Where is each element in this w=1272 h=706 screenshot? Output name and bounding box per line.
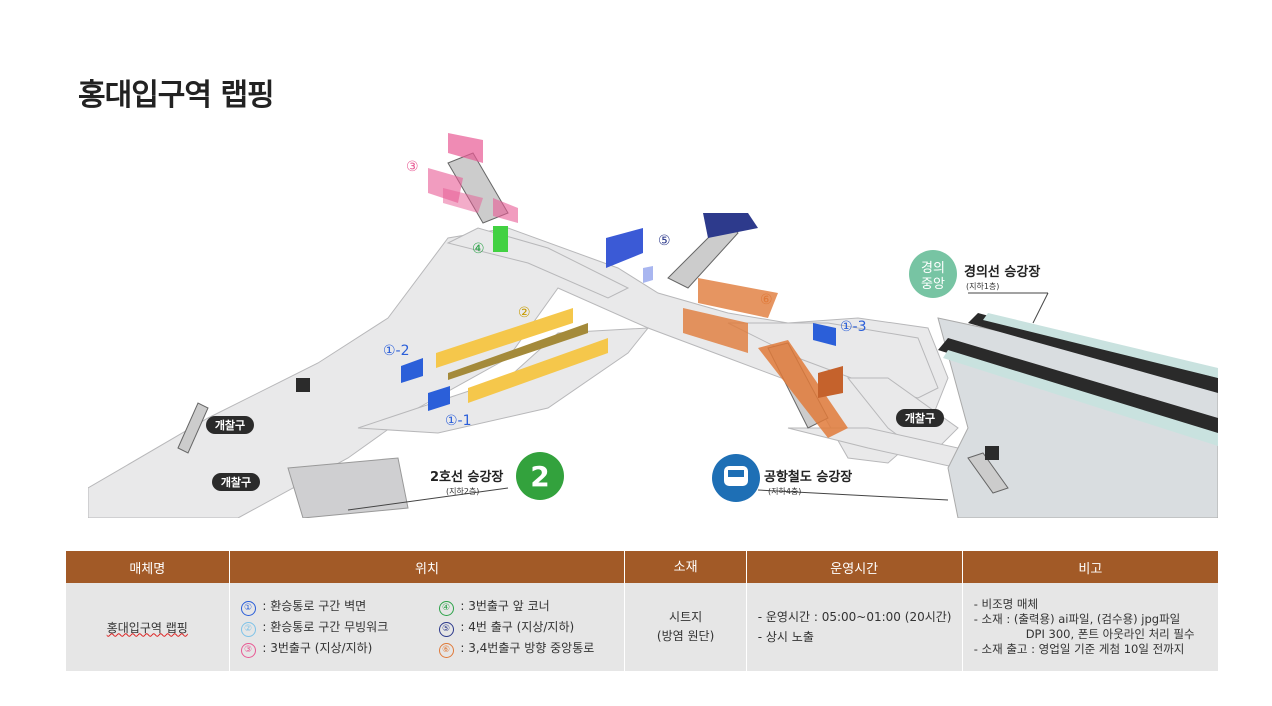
header-media-name: 매체명 (66, 551, 230, 583)
marker-6: ⑥ (760, 292, 773, 308)
marker-2: ② (518, 305, 531, 321)
gyeongui-platform-floor: (지하1층) (966, 281, 999, 291)
gyeongui-platform-label: 경의 중앙 경의선 승강장 (지하1층) (909, 250, 1049, 324)
station-map-diagram: ③ ④ ⑤ ⑥ ② ①-2 ①-1 ①-3 개찰구 개찰구 개찰구 2호선 승강… (87, 133, 1219, 519)
marker-1-3: ①-3 (840, 319, 867, 335)
gyeongui-badge (909, 250, 957, 298)
marker-1-1: ①-1 (445, 413, 472, 429)
note-line-3: DPI 300, 폰트 아웃라인 처리 필수 (1025, 627, 1195, 641)
page-title: 홍대입구역 랩핑 (78, 78, 275, 113)
airport-platform-name: 공항철도 승강장 (764, 469, 852, 485)
markers: ③ ④ ⑤ ⑥ ② ①-2 ①-1 ①-3 (383, 159, 867, 429)
station-map: ③ ④ ⑤ ⑥ ② ①-2 ①-1 ①-3 개찰구 개찰구 개찰구 2호선 승강… (87, 128, 1219, 519)
media-name-text: 홍대입구역 랩핑 (106, 620, 188, 635)
header-notes: 비고 (962, 551, 1220, 583)
header-hours: 운영시간 (746, 551, 963, 583)
material-line-2: (방염 원단) (656, 629, 715, 643)
media-info-table: 매체명 위치 소재 운영시간 비고 홍대입구역 랩핑 ① : 환승통로 구간 벽… (66, 551, 1220, 671)
cell-notes: - 비조명 매체 - 소재 : (출력용) ai파일, (검수용) jpg파일 … (962, 583, 1220, 671)
gate-label-1: 개찰구 (215, 418, 245, 432)
line2-badge (516, 452, 564, 500)
gate-label-2: 개찰구 (221, 475, 251, 489)
header-material: 소재 (624, 551, 747, 583)
location-list: ① : 환승통로 구간 벽면 ④ : 3번출구 앞 코너 ② : 환승통로 구간… (231, 597, 624, 658)
gyeongui-badge-top: 경의 (921, 261, 945, 276)
track-area (287, 313, 1219, 519)
gate-labels: 개찰구 개찰구 개찰구 (206, 409, 944, 491)
note-line-2: - 소재 : (출력용) ai파일, (검수용) jpg파일 (973, 612, 1181, 626)
table-row: 홍대입구역 랩핑 ① : 환승통로 구간 벽면 ④ : 3번출구 앞 코너 ② … (66, 583, 1220, 671)
marker-3: ③ (406, 159, 419, 175)
gyeongui-platform-name: 경의선 승강장 (964, 264, 1040, 280)
cell-hours: - 운영시간 : 05:00~01:00 (20시간) - 상시 노출 (746, 583, 963, 671)
location-item: ① : 환승통로 구간 벽면 (240, 597, 439, 616)
marker-4: ④ (472, 241, 485, 257)
airport-platform-floor: (지하4층) (768, 486, 801, 496)
gate-label-3: 개찰구 (905, 411, 935, 425)
cell-material: 시트지 (방염 원단) (624, 583, 747, 671)
cell-media-name: 홍대입구역 랩핑 (66, 583, 230, 671)
airport-platform-label: 공항철도 승강장 (지하4층) (712, 454, 949, 502)
note-line-4: - 소재 출고 : 영업일 기준 게첨 10일 전까지 (973, 642, 1185, 656)
line2-platform-label: 2호선 승강장 (지하2층) 2 (347, 452, 564, 511)
marker-1-2: ①-2 (383, 343, 410, 359)
hours-line-2: - 상시 노출 (757, 630, 814, 644)
location-item: ② : 환승통로 구간 무빙워크 (240, 618, 439, 637)
location-item: ⑥ : 3,4번출구 방향 중앙통로 (438, 639, 619, 658)
location-item: ⑤ : 4번 출구 (지상/지하) (438, 618, 619, 637)
header-location: 위치 (229, 551, 626, 583)
restroom-icon (296, 378, 999, 460)
table-header-row: 매체명 위치 소재 운영시간 비고 (66, 551, 1220, 583)
material-line-1: 시트지 (669, 610, 703, 624)
gyeongui-badge-bottom: 중앙 (921, 277, 945, 292)
note-line-1: - 비조명 매체 (973, 597, 1039, 611)
location-item: ③ : 3번출구 (지상/지하) (240, 639, 439, 658)
cell-location: ① : 환승통로 구간 벽면 ④ : 3번출구 앞 코너 ② : 환승통로 구간… (229, 583, 626, 671)
media-areas (401, 133, 848, 438)
hours-line-1: - 운영시간 : 05:00~01:00 (20시간) (757, 610, 952, 624)
line2-badge-number: 2 (530, 460, 549, 493)
location-item: ④ : 3번출구 앞 코너 (438, 597, 619, 616)
marker-5: ⑤ (658, 233, 671, 249)
line2-platform-floor: (지하2층) (446, 486, 479, 496)
line2-platform-name: 2호선 승강장 (430, 469, 503, 485)
